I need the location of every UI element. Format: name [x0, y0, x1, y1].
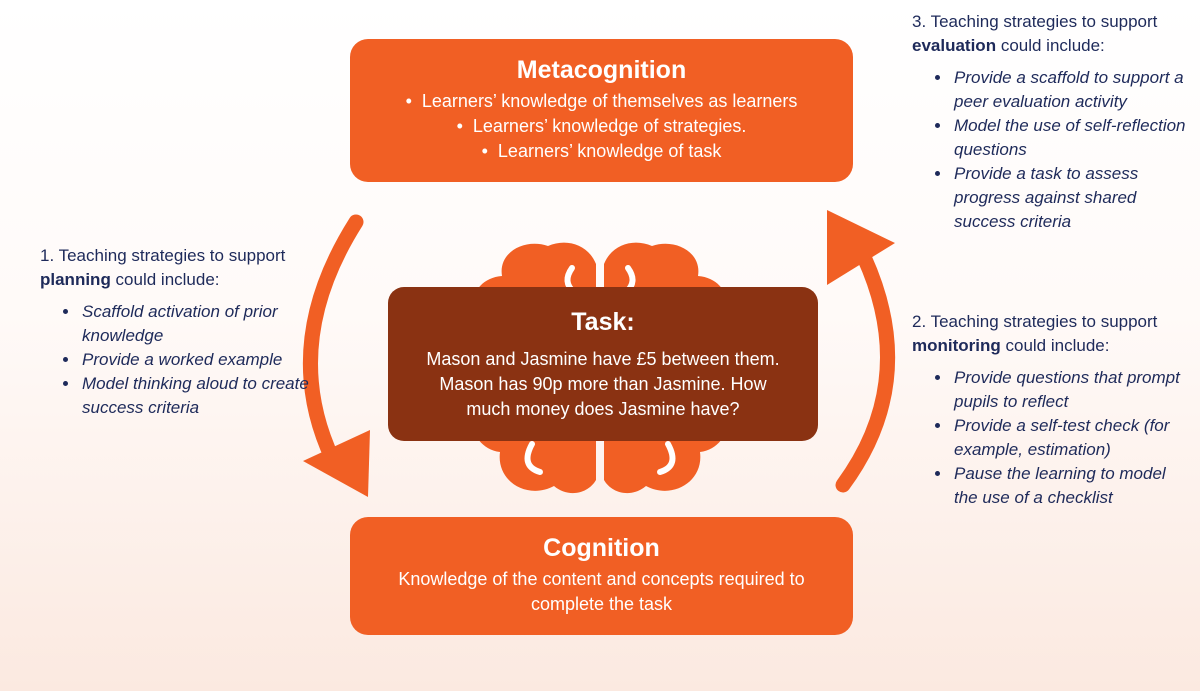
- monitoring-list: Provide questions that prompt pupils to …: [912, 366, 1194, 510]
- metacognition-item: Learners’ knowledge of strategies.: [350, 114, 853, 139]
- monitoring-heading-prefix: 2. Teaching strategies to support: [912, 312, 1158, 331]
- planning-heading: 1. Teaching strategies to support planni…: [40, 244, 310, 292]
- cognition-box: Cognition Knowledge of the content and c…: [350, 517, 853, 635]
- planning-heading-suffix: could include:: [110, 270, 220, 289]
- metacognition-title: Metacognition: [516, 56, 687, 84]
- evaluation-heading-prefix: 3. Teaching strategies to support: [912, 12, 1158, 31]
- planning-item: Model thinking aloud to create success c…: [80, 372, 310, 420]
- monitoring-keyword: monitoring: [912, 336, 1001, 355]
- planning-list: Scaffold activation of prior knowledge P…: [40, 300, 310, 420]
- planning-strategies: 1. Teaching strategies to support planni…: [40, 244, 310, 420]
- monitoring-strategies: 2. Teaching strategies to support monito…: [912, 310, 1194, 510]
- metacognition-box: Metacognition Learners’ knowledge of the…: [350, 39, 853, 182]
- monitoring-item: Provide a self-test check (for example, …: [952, 414, 1194, 462]
- task-title: Task:: [571, 308, 635, 336]
- monitoring-item: Pause the learning to model the use of a…: [952, 462, 1194, 510]
- task-text: Mason and Jasmine have £5 between them. …: [426, 349, 780, 419]
- metacognition-item: Learners’ knowledge of task: [350, 139, 853, 164]
- evaluation-heading-suffix: could include:: [996, 36, 1105, 55]
- monitoring-heading: 2. Teaching strategies to support monito…: [912, 310, 1194, 358]
- cognition-text: Knowledge of the content and concepts re…: [398, 569, 805, 614]
- evaluation-item: Provide a scaffold to support a peer eva…: [952, 66, 1194, 114]
- monitoring-item: Provide questions that prompt pupils to …: [952, 366, 1194, 414]
- cognition-title: Cognition: [543, 534, 660, 562]
- left-down-arrow-icon: [303, 214, 370, 497]
- evaluation-item: Provide a task to assess progress agains…: [952, 162, 1194, 234]
- evaluation-keyword: evaluation: [912, 36, 997, 55]
- planning-item: Scaffold activation of prior knowledge: [80, 300, 310, 348]
- right-up-arrow-icon: [827, 210, 896, 493]
- monitoring-heading-suffix: could include:: [1000, 336, 1110, 355]
- evaluation-item: Model the use of self-reflection questio…: [952, 114, 1194, 162]
- evaluation-list: Provide a scaffold to support a peer eva…: [912, 66, 1194, 234]
- task-box: Task: Mason and Jasmine have £5 between …: [388, 287, 818, 441]
- evaluation-heading: 3. Teaching strategies to support evalua…: [912, 10, 1194, 58]
- planning-heading-prefix: 1. Teaching strategies to support: [40, 246, 286, 265]
- evaluation-strategies: 3. Teaching strategies to support evalua…: [912, 10, 1194, 234]
- planning-item: Provide a worked example: [80, 348, 310, 372]
- metacognition-list: Learners’ knowledge of themselves as lea…: [350, 89, 853, 164]
- planning-keyword: planning: [40, 270, 111, 289]
- metacognition-item: Learners’ knowledge of themselves as lea…: [350, 89, 853, 114]
